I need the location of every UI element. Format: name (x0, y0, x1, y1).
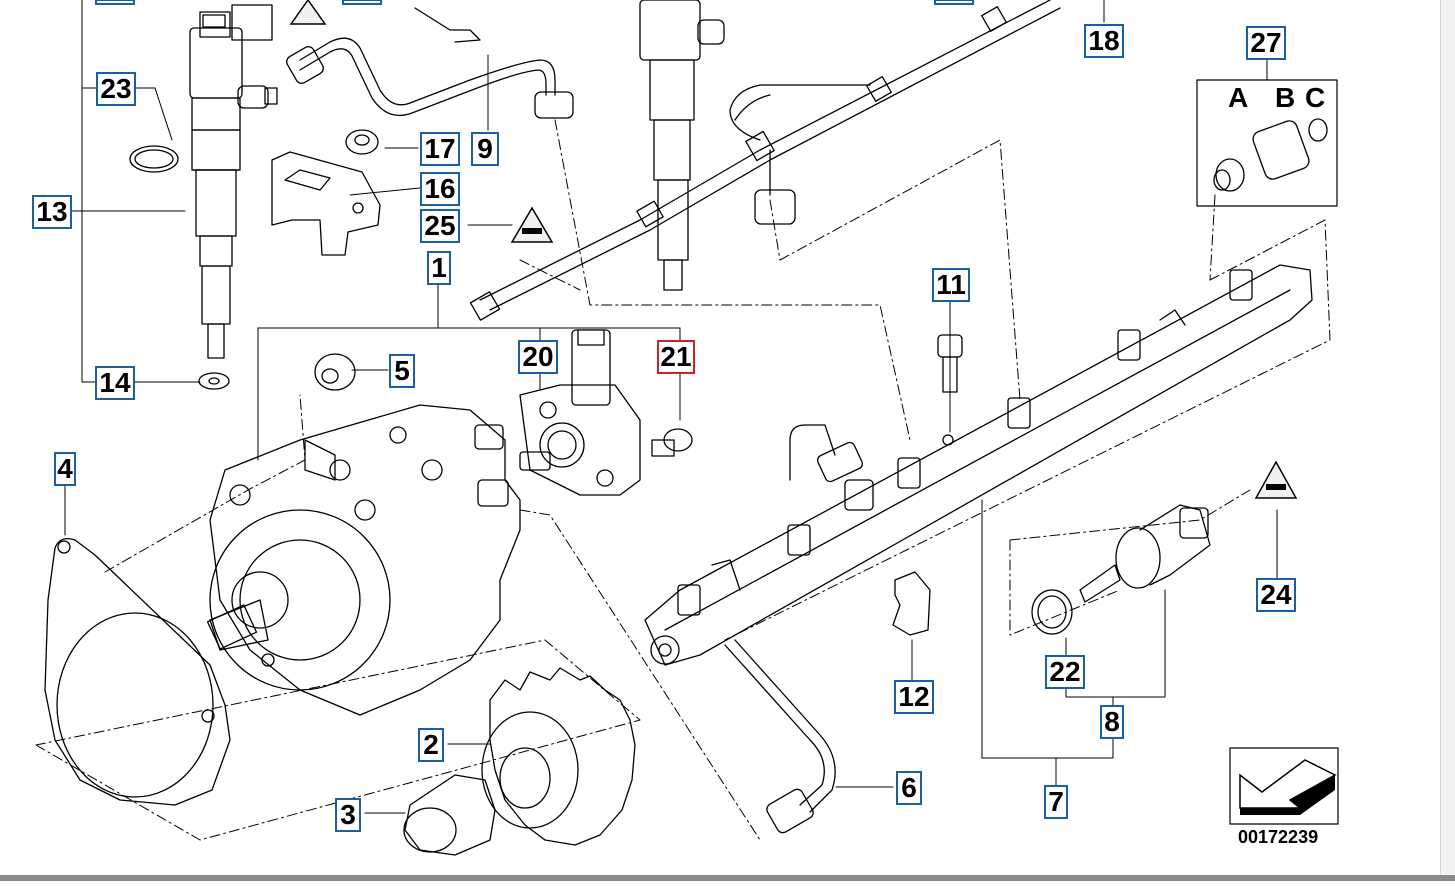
callouts (95, 0, 974, 5)
guide-lines (35, 119, 1331, 841)
callout-22[interactable]: 22 (1045, 655, 1085, 689)
callout-18[interactable]: 18 (1084, 24, 1124, 58)
window-bottom-edge (0, 875, 1455, 881)
diagram-number: 00172239 (1238, 827, 1319, 847)
subpart-label-c: C (1305, 82, 1326, 113)
injector-pipe-stub (789, 424, 874, 511)
callout-7[interactable]: 7 (1044, 785, 1068, 819)
fuel-line-9 (286, 37, 574, 119)
window-scrollbar-edge (1440, 0, 1455, 881)
callout-25[interactable]: 25 (420, 209, 460, 243)
pressure-control-valve-20 (519, 329, 641, 496)
callout-11[interactable]: 11 (932, 268, 970, 302)
washer-14 (198, 372, 230, 390)
callout-27[interactable]: 27 (1246, 26, 1286, 60)
gear-2 (481, 667, 636, 846)
leak-off-pipe (469, 0, 1061, 321)
callout-17[interactable]: 17 (420, 132, 460, 166)
callout-13[interactable]: 13 (32, 195, 72, 229)
nut-17 (345, 129, 379, 155)
subpart-label-b: B (1275, 82, 1296, 113)
bracket-16 (271, 151, 381, 256)
warning-triangle-icons (289, 0, 1298, 499)
callout-9[interactable]: 9 (471, 132, 499, 166)
callout-21-selected[interactable]: 21 (657, 340, 695, 374)
bolt-11 (937, 334, 963, 393)
detail-box-27 (1196, 79, 1338, 207)
warning-triangle-icon-25 (510, 206, 554, 243)
view-indicator-box (1229, 747, 1339, 825)
gasket-4 (44, 537, 231, 806)
callout-8[interactable]: 8 (1100, 705, 1124, 739)
callout-24[interactable]: 24 (1256, 578, 1296, 612)
callout-4[interactable]: 4 (54, 452, 76, 486)
callout-1[interactable]: 1 (427, 251, 451, 285)
o-ring-23 (129, 145, 179, 173)
pipe-6 (724, 639, 836, 834)
common-rail (644, 264, 1313, 666)
leader-lines (64, 0, 1278, 814)
callout-14[interactable]: 14 (95, 366, 135, 400)
screw-21 (651, 428, 693, 457)
callout-16[interactable]: 16 (420, 172, 460, 206)
callout-2[interactable]: 2 (418, 728, 444, 762)
warning-triangle-icon-24 (1254, 460, 1298, 499)
clip-12 (892, 571, 931, 636)
high-pressure-pump (206, 404, 521, 716)
sleeve-3 (403, 774, 496, 856)
view-arrow-icon (1239, 759, 1337, 815)
callout-5[interactable]: 5 (389, 354, 415, 388)
injector-centre (639, 0, 725, 291)
rail-ports (677, 269, 1253, 616)
callout-20[interactable]: 20 (518, 340, 558, 374)
subpart-label-a: A (1228, 82, 1249, 113)
clip-top (414, 7, 481, 43)
callout-23[interactable]: 23 (96, 72, 136, 106)
callout-6[interactable]: 6 (896, 771, 922, 805)
pressure-sensor (1031, 504, 1211, 635)
callout-12[interactable]: 12 (894, 680, 934, 714)
callout-3[interactable]: 3 (335, 798, 361, 832)
injector-left (189, 4, 278, 359)
seal-5 (314, 353, 356, 391)
detail-27-parts (1213, 118, 1328, 192)
warning-triangle-icon-top (289, 0, 327, 25)
